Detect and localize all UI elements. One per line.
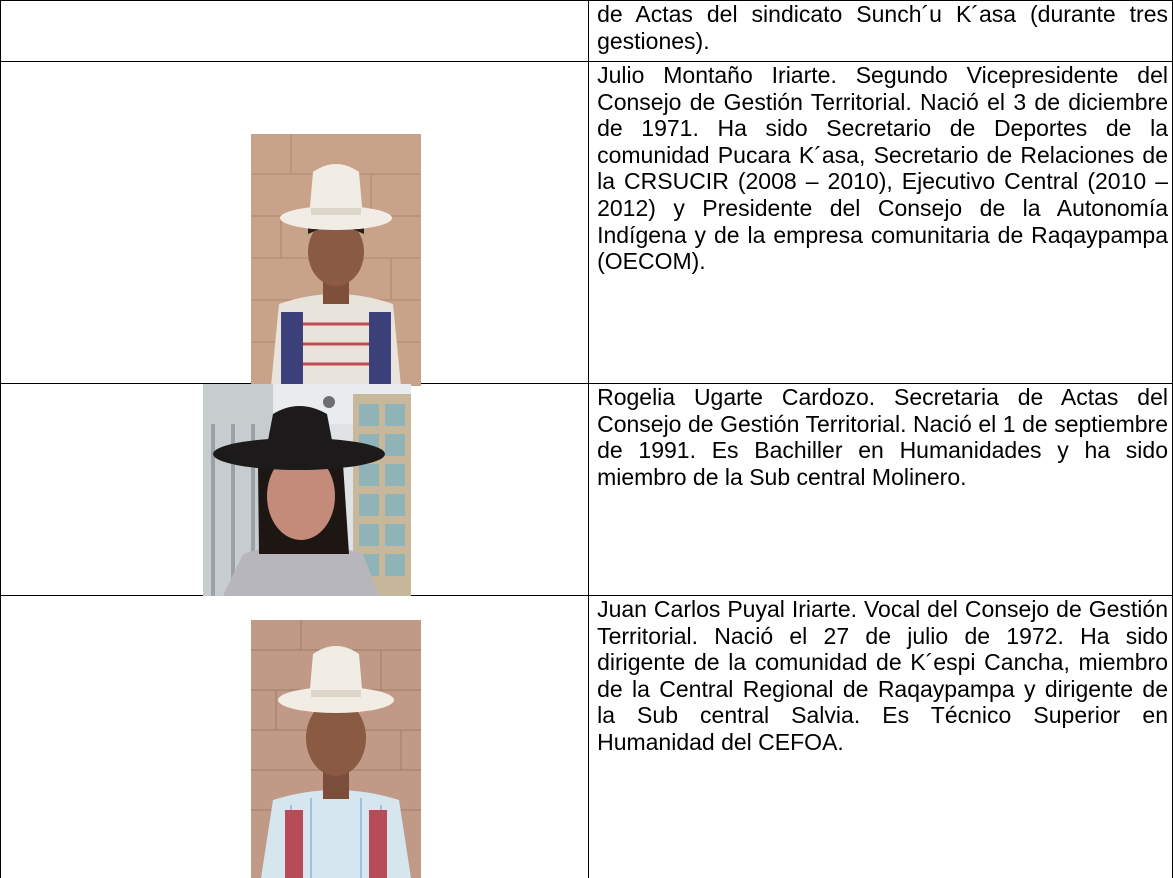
photo-cell [0, 595, 590, 878]
member-photo-julio [251, 134, 421, 386]
text-cell: de Actas del sindicato Sunch´u K´asa (du… [588, 0, 1173, 62]
table-row: de Actas del sindicato Sunch´u K´asa (du… [0, 0, 1173, 62]
text-cell: Julio Montaño Iriarte. Segundo Vicepresi… [588, 61, 1173, 384]
member-description: Juan Carlos Puyal Iriarte. Vocal del Con… [597, 596, 1168, 755]
member-photo-juan-carlos [251, 620, 421, 878]
photo-cell-empty [0, 0, 590, 62]
table-row: Rogelia Ugarte Cardozo. Secretaria de Ac… [0, 383, 1173, 596]
member-description: Julio Montaño Iriarte. Segundo Vicepresi… [597, 62, 1168, 275]
member-description: de Actas del sindicato Sunch´u K´asa (du… [597, 1, 1168, 54]
table-row: Julio Montaño Iriarte. Segundo Vicepresi… [0, 61, 1173, 386]
photo-cell [0, 61, 590, 386]
text-cell: Juan Carlos Puyal Iriarte. Vocal del Con… [588, 595, 1173, 878]
text-cell: Rogelia Ugarte Cardozo. Secretaria de Ac… [588, 383, 1173, 596]
member-description: Rogelia Ugarte Cardozo. Secretaria de Ac… [597, 384, 1168, 490]
member-photo-rogelia [203, 384, 411, 596]
photo-cell [0, 383, 590, 596]
table-row: Juan Carlos Puyal Iriarte. Vocal del Con… [0, 595, 1173, 878]
